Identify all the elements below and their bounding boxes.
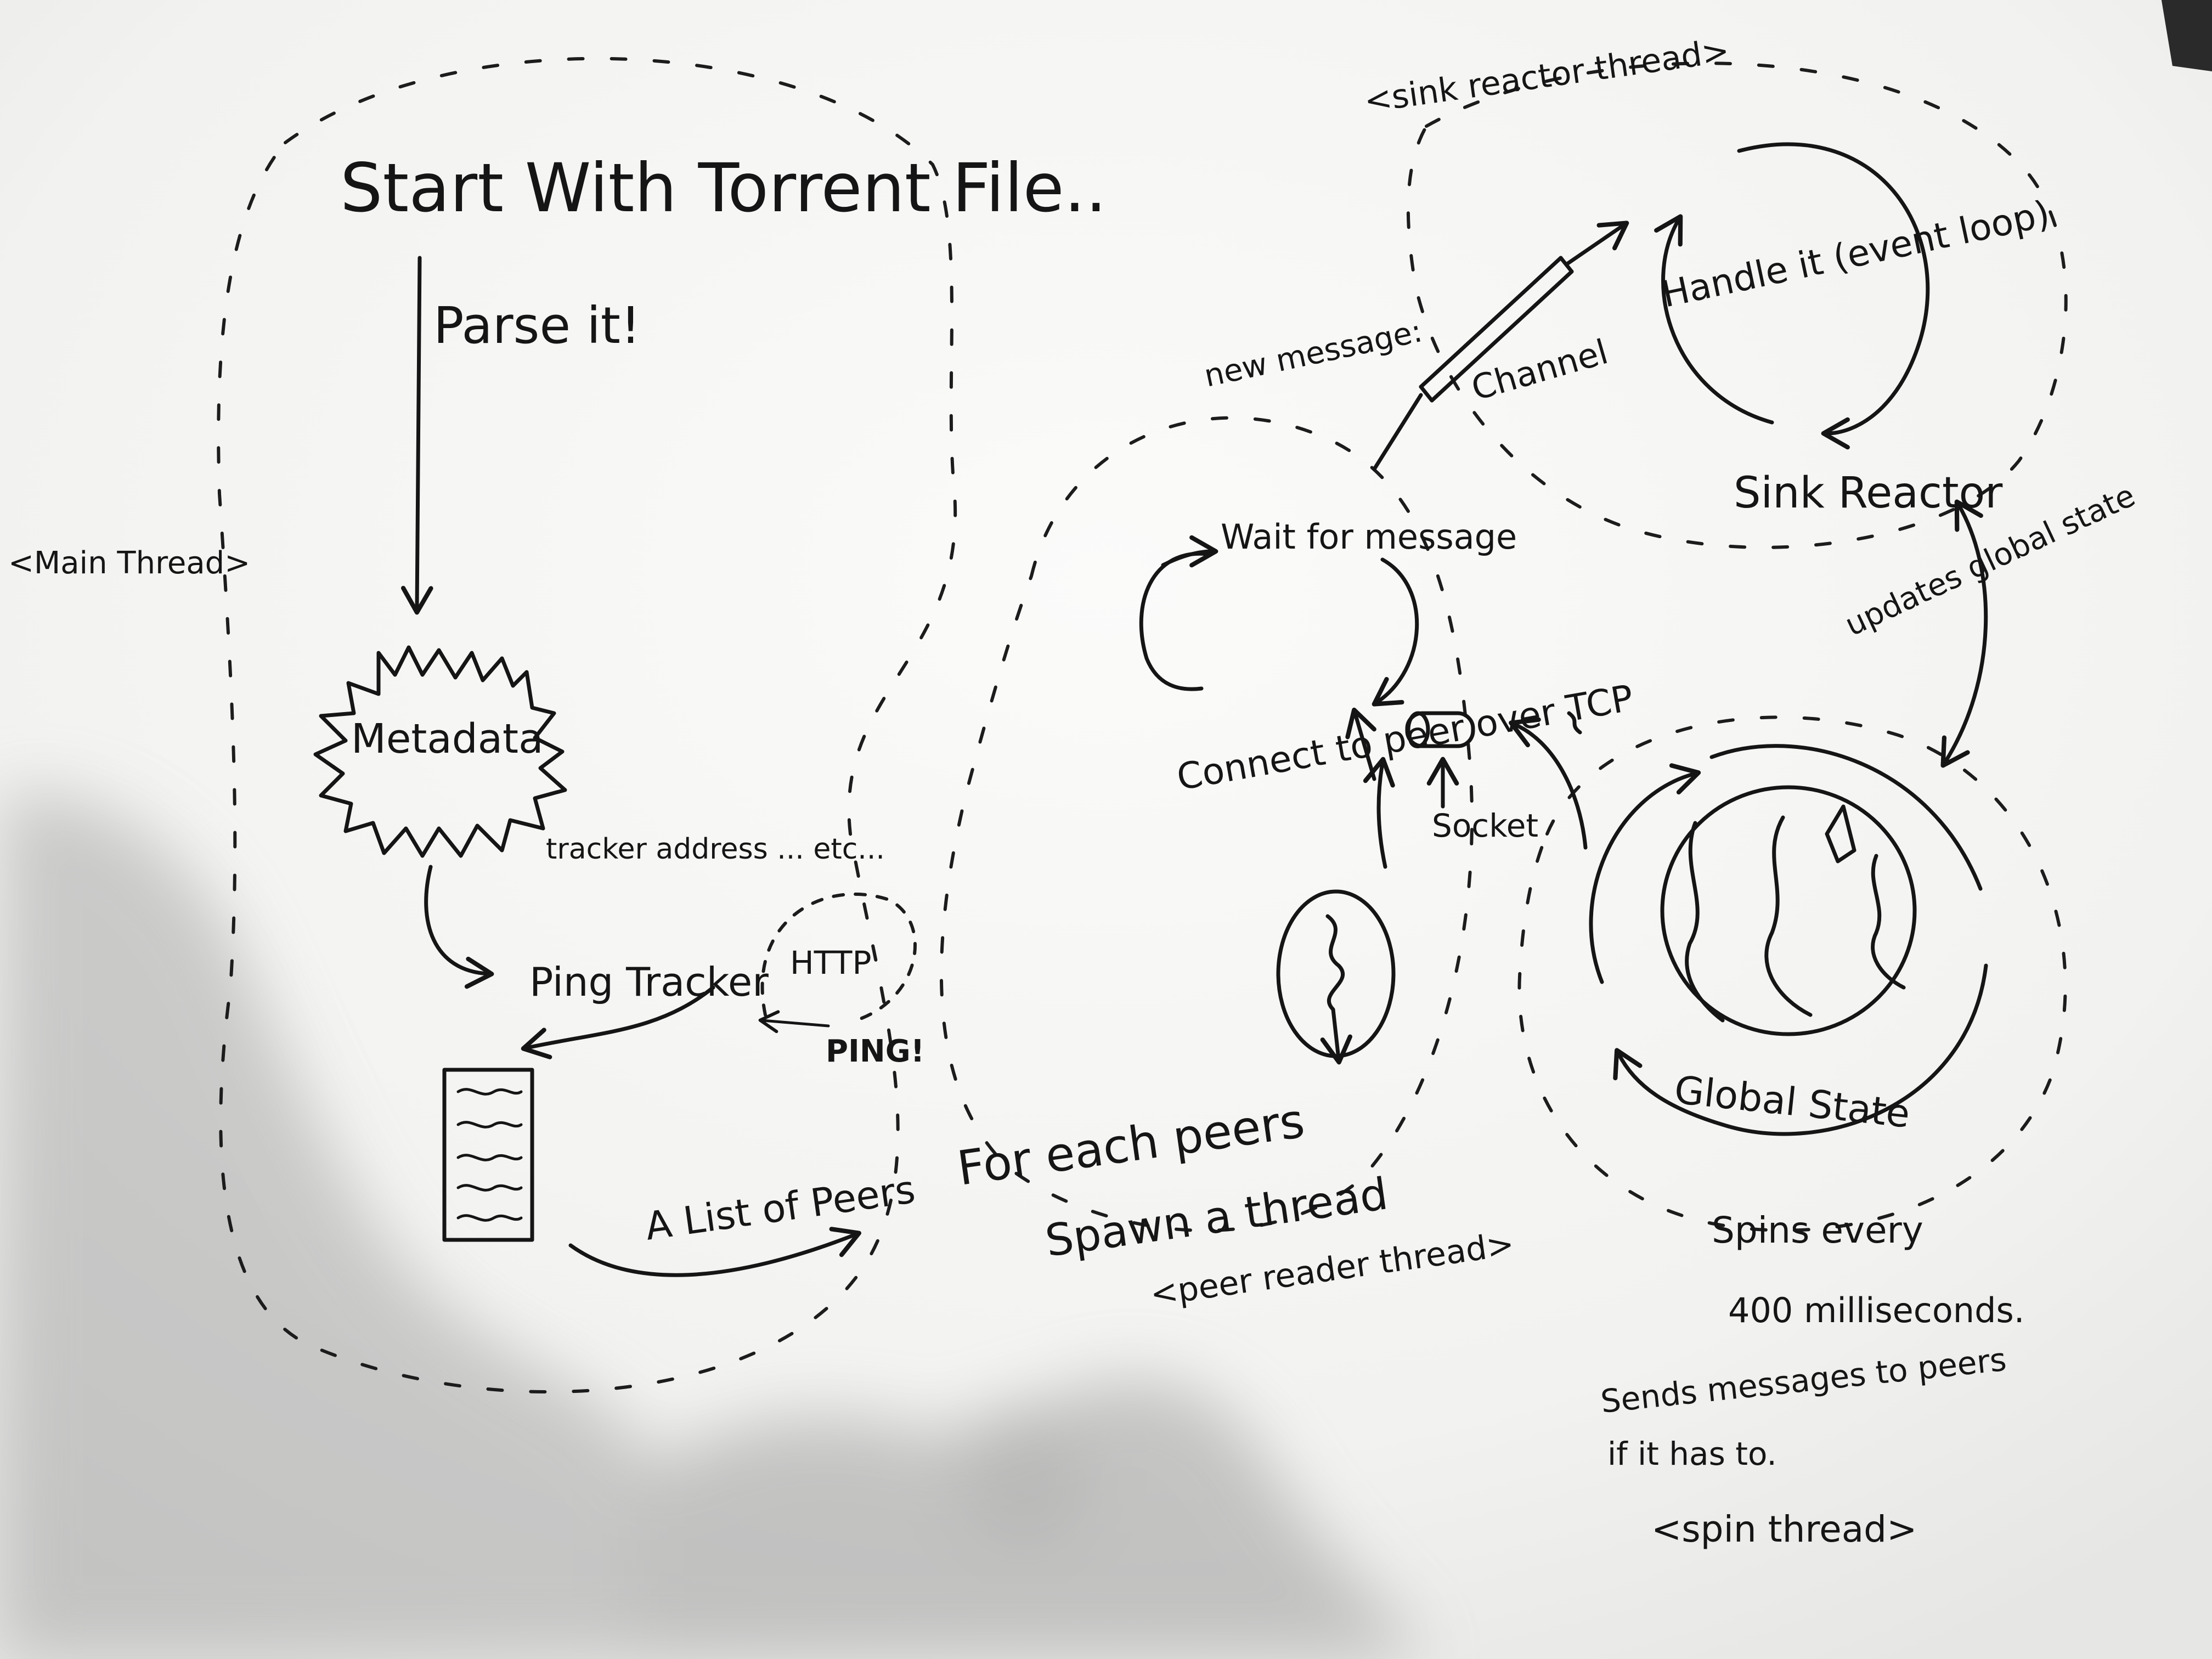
channel-to-reactor-arrow <box>1564 221 1629 267</box>
peer-list-arrow <box>521 985 715 1059</box>
globe-icon <box>1660 785 1917 1036</box>
if-text: if it has to. <box>1607 1435 1777 1472</box>
handle-loop-right <box>1737 142 1930 450</box>
main-thread-tag-text: <Main Thread> <box>8 545 250 581</box>
wait-text: Wait for message <box>1221 517 1517 557</box>
sink-reactor-boundary <box>1406 61 2068 549</box>
tracker-arrow <box>424 865 494 989</box>
spin-arrow-top <box>1709 744 1983 891</box>
wait-loop-arrow <box>1161 535 1218 568</box>
start-text: Start With Torrent File.. <box>340 149 1107 227</box>
spin-tag-text: <spin thread> <box>1651 1508 1917 1550</box>
thread-up-arrow <box>1363 757 1395 869</box>
spin-arrow-bottom <box>1613 963 1988 1136</box>
spins-text: Spins every <box>1712 1209 1923 1251</box>
to-peers-arrow <box>568 1227 861 1277</box>
background-corner <box>2162 0 2212 71</box>
metadata-burst <box>313 645 567 858</box>
socket-to-globe-arrow-tail <box>1567 711 1582 735</box>
document-list-icon <box>442 1068 534 1242</box>
interval-text: 400 milliseconds. <box>1728 1290 2024 1330</box>
spin-thread-boundary <box>1517 715 2067 1232</box>
wait-to-connect-arrow <box>1372 557 1419 707</box>
ping-text: PING! <box>826 1034 924 1069</box>
spin-arrow-left <box>1589 763 1701 984</box>
socket-icon <box>1405 711 1475 748</box>
parse-arrow <box>401 256 433 615</box>
http-text: HTTP <box>790 944 871 981</box>
updates-arrow <box>1940 499 1988 768</box>
handle-loop-left <box>1654 214 1774 425</box>
channel-tail-line <box>1372 393 1423 471</box>
ping-tracker-text: Ping Tracker <box>529 959 769 1005</box>
main-thread-tag: <Main Thread> <box>8 545 250 581</box>
hand-shadow <box>0 792 1426 1659</box>
http-bubble <box>760 892 917 1022</box>
thread-squiggle <box>1320 914 1352 1065</box>
metadata-text: Metadata <box>351 715 543 763</box>
parse-text: Parse it! <box>433 296 641 355</box>
tracker-note-text: tracker address ... etc... <box>546 833 885 866</box>
globe-to-socket-arrow <box>1509 717 1588 850</box>
wait-text-span: Wait for message <box>1221 517 1517 557</box>
ping-response-arrow <box>758 1010 830 1034</box>
socket-text: Socket <box>1432 807 1538 844</box>
